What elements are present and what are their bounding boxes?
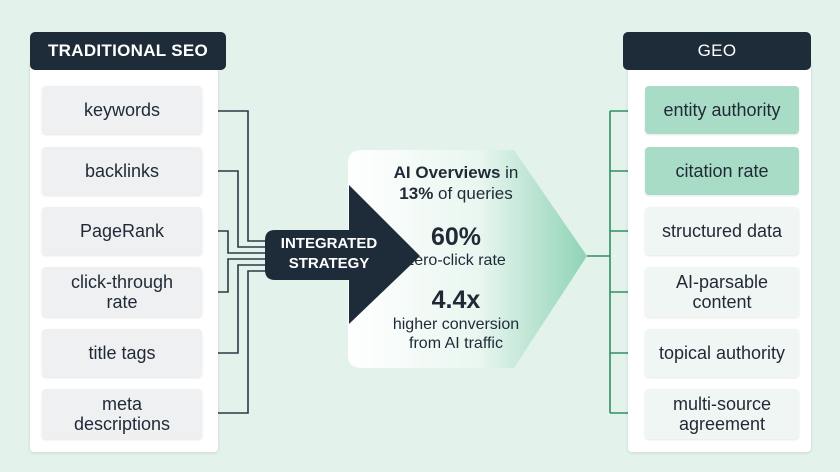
left-connectors xyxy=(204,110,266,414)
right-item-structured-data: structured data xyxy=(645,207,799,255)
traditional-seo-header: TRADITIONAL SEO xyxy=(30,32,226,70)
connector-keywords xyxy=(204,110,266,242)
right-item-entity-authority: entity authority xyxy=(645,86,799,134)
stat-conversion: 4.4x higher conversion from AI traffic xyxy=(386,285,526,353)
left-item-pagerank: PageRank xyxy=(42,207,202,255)
geo-arrow-shape xyxy=(348,150,587,368)
traditional-seo-title: TRADITIONAL SEO xyxy=(47,41,209,60)
left-item-meta-descriptions: meta descriptions xyxy=(42,389,202,439)
connector-meta xyxy=(204,270,266,414)
geo-header: GEO xyxy=(623,32,811,70)
connector-backlinks xyxy=(204,170,266,248)
integrated-strategy-label: INTEGRATED STRATEGY xyxy=(280,235,378,272)
integrated-strategy-arrow xyxy=(265,185,420,324)
stat-zero-click-label: zero-click rate xyxy=(406,252,506,269)
stat-zero-click: 60% zero-click rate xyxy=(396,222,516,270)
left-item-click-through-rate: click-through rate xyxy=(42,267,202,317)
geo-title: GEO xyxy=(697,41,737,60)
stat-ai-overviews: AI Overviews in 13% of queries xyxy=(393,163,519,203)
connector-title-tags xyxy=(204,264,266,354)
left-item-title-tags: title tags xyxy=(42,329,202,377)
right-item-topical-authority: topical authority xyxy=(645,329,799,377)
left-item-backlinks: backlinks xyxy=(42,147,202,195)
right-item-ai-parsable-content: AI-parsable content xyxy=(645,267,799,317)
stat-conversion-value: 4.4x xyxy=(431,286,481,314)
stat-zero-click-value: 60% xyxy=(430,223,482,251)
right-item-multi-source-agreement: multi-source agreement xyxy=(645,389,799,439)
right-item-citation-rate: citation rate xyxy=(645,147,799,195)
left-item-keywords: keywords xyxy=(42,86,202,134)
